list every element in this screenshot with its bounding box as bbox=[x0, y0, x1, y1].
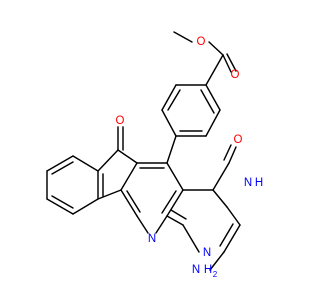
bond-bz-2 bbox=[46, 155, 74, 172]
bond-methyl-o bbox=[173, 31, 193, 43]
atom-labels: O O O O N N N H N H 2 bbox=[116, 36, 264, 279]
lactam-oxygen: O bbox=[234, 134, 243, 146]
bond-pym-5 bbox=[223, 224, 241, 253]
bond-aryl-core bbox=[166, 135, 177, 164]
pyrimidine-nh-hydrogen: H bbox=[255, 177, 263, 189]
bond-pym-5-inner bbox=[219, 223, 234, 247]
pyrimidine-ring-nitrogen: N bbox=[203, 247, 211, 259]
bond-nh2 bbox=[209, 251, 225, 271]
pyridine-nitrogen: N bbox=[148, 233, 156, 245]
bond-pym-co-2 bbox=[223, 144, 232, 161]
bond-pym-3 bbox=[212, 189, 228, 208]
bond-pyr-3 bbox=[120, 189, 138, 217]
bond-five-4 bbox=[97, 189, 122, 200]
molecule-canvas: O O O O N N N H N H 2 bbox=[46, 31, 264, 280]
bond-bz-4-inner bbox=[51, 195, 74, 209]
bond-ph-2 bbox=[205, 109, 221, 137]
bond-bz-2-inner bbox=[51, 161, 74, 175]
bond-pym-4 bbox=[226, 206, 241, 226]
bond-pym-7-inner bbox=[170, 209, 187, 220]
bond-bz-4 bbox=[46, 198, 74, 215]
bond-o-carbonyl-c bbox=[208, 41, 224, 56]
bond-ph-5 bbox=[161, 84, 177, 111]
bond-ph-1 bbox=[205, 84, 221, 111]
bond-five-1 bbox=[117, 149, 138, 164]
bond-bz-5 bbox=[72, 198, 99, 215]
bond-pyr-6-inner bbox=[161, 190, 177, 214]
ester-carbonyl-oxygen: O bbox=[231, 69, 240, 81]
bond-pyr-3-inner bbox=[126, 190, 141, 213]
bond-ph-4 bbox=[161, 109, 177, 137]
bond-lines bbox=[46, 31, 241, 271]
pyrimidine-nh-nitrogen: N bbox=[244, 177, 252, 189]
bond-carbonyl-double-1 bbox=[222, 54, 232, 73]
bond-carbonyl-double-2 bbox=[226, 53, 237, 72]
ester-ether-oxygen: O bbox=[197, 36, 206, 48]
bond-ph-1-inner bbox=[200, 89, 215, 114]
bond-pyr-6 bbox=[166, 189, 184, 217]
ketone-oxygen: O bbox=[116, 115, 125, 127]
bond-carbonyl-to-ring bbox=[205, 54, 224, 86]
bond-pym-7 bbox=[166, 215, 184, 226]
amino-subscript: 2 bbox=[213, 270, 218, 279]
bond-pym-6 bbox=[182, 224, 200, 253]
bond-pyr-4 bbox=[136, 215, 149, 234]
bond-pyr-2 bbox=[120, 162, 138, 191]
amino-nitrogen: N bbox=[192, 264, 200, 276]
bond-pyr-5 bbox=[155, 215, 168, 234]
bond-pym-2 bbox=[212, 162, 230, 191]
bond-bz-1 bbox=[72, 155, 99, 172]
bond-pyr-7 bbox=[166, 162, 184, 191]
bond-ph-5-inner bbox=[167, 89, 181, 111]
amino-hydrogen: H bbox=[204, 264, 212, 276]
bond-five-2 bbox=[97, 149, 119, 172]
molecule-structure: O O O O N N N H N H 2 bbox=[46, 31, 264, 279]
bond-pym-co-1 bbox=[228, 146, 237, 164]
